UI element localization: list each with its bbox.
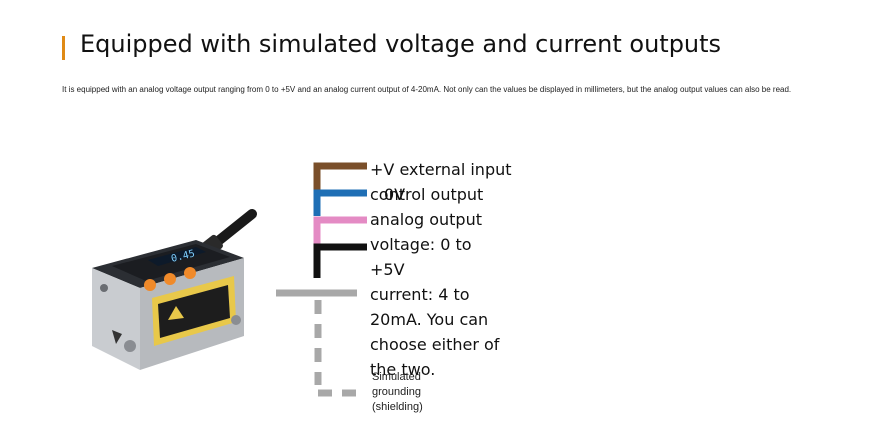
wire-label-overlay: 0V: [384, 185, 406, 204]
ground-label-line: (shielding): [372, 401, 423, 413]
title-accent-bar: [62, 36, 65, 60]
wire-label-pink: analog output: [370, 210, 482, 229]
analog-output-description: voltage: 0 to +5V current: 4 to 20mA. Yo…: [370, 232, 510, 382]
wire-label-blue: control output: [370, 185, 484, 204]
wire-pink: [313, 216, 367, 244]
analog-text-line: the two.: [370, 360, 436, 379]
wire-blue: [313, 189, 367, 216]
analog-text-line: voltage: 0 to +5V: [370, 235, 472, 279]
analog-text-line: choose either of: [370, 335, 500, 354]
laser-sensor-product-image: 0.45: [92, 209, 257, 370]
wire-diagram: [276, 162, 367, 397]
analog-text-line: current: 4 to: [370, 285, 470, 304]
ground-label-line: grounding: [372, 386, 421, 398]
analog-text-line: 20mA. You can: [370, 310, 489, 329]
ground-label-line: Simulated: [372, 371, 421, 383]
page-title: Equipped with simulated voltage and curr…: [80, 30, 722, 58]
wire-brown: [313, 162, 367, 190]
ground-label: Simulated grounding (shielding): [372, 370, 423, 415]
wire-black: [313, 243, 367, 278]
wire-label-brown: +V external input: [370, 160, 512, 179]
description-text: It is equipped with an analog voltage ou…: [62, 85, 792, 94]
